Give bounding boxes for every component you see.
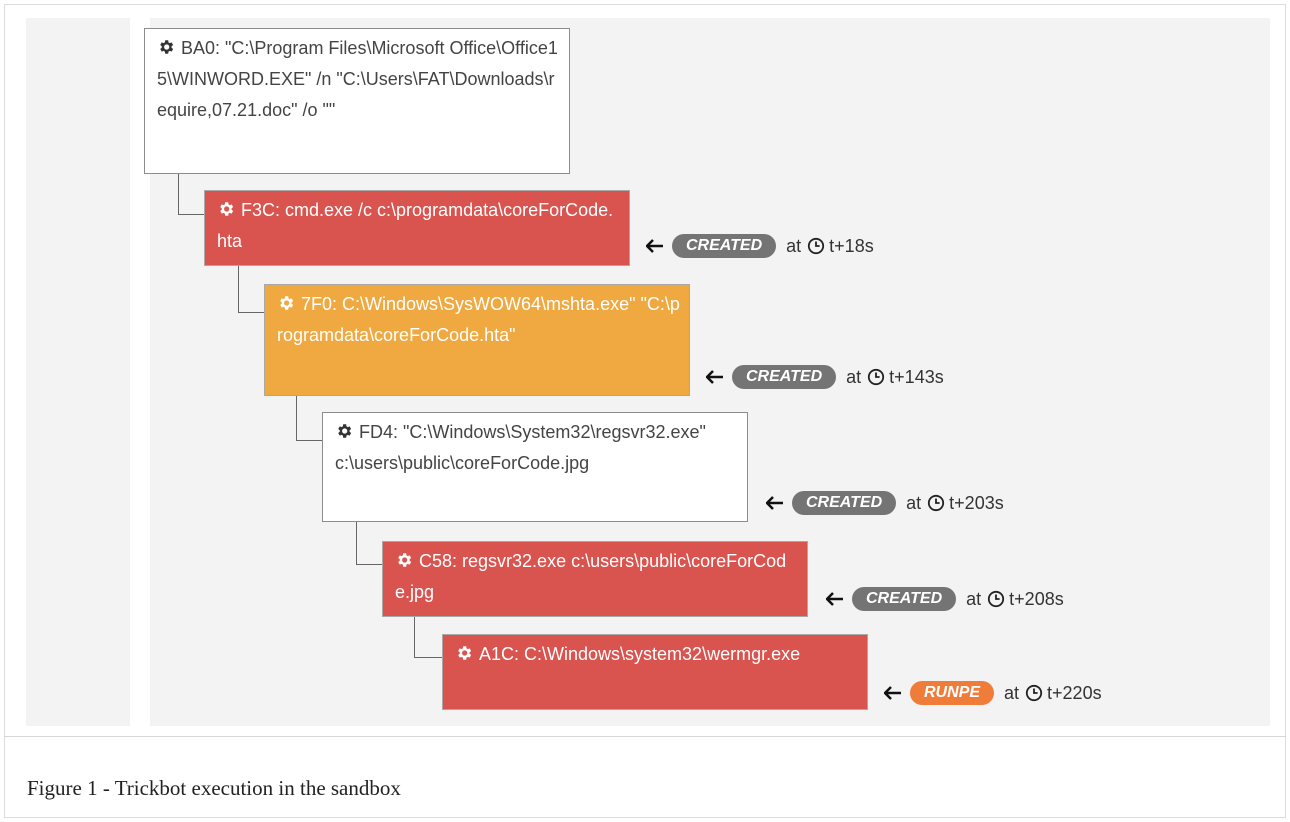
caption-divider: [4, 736, 1286, 737]
status-badge: CREATED: [792, 491, 897, 515]
event-at-label: at: [906, 492, 922, 513]
event-time: t+18s: [829, 235, 874, 256]
arrow-left-icon: [706, 370, 723, 384]
event-at-label: at: [846, 366, 862, 387]
status-badge: CREATED: [732, 365, 837, 389]
process-node-fd4[interactable]: FD4: "C:\Windows\System32\regsvr32.exe" …: [322, 412, 748, 522]
event-row: CREATED at t+203s: [766, 490, 1004, 516]
process-node-f3c[interactable]: F3C: cmd.exe /c c:\programdata\coreForCo…: [204, 190, 630, 266]
process-node-c58[interactable]: C58: regsvr32.exe c:\users\public\coreFo…: [382, 541, 808, 617]
process-node-label: FD4: "C:\Windows\System32\regsvr32.exe" …: [335, 422, 706, 473]
process-node-ba0[interactable]: BA0: "C:\Program Files\Microsoft Office\…: [144, 28, 570, 174]
status-badge: CREATED: [852, 587, 957, 611]
gear-icon: [338, 424, 352, 438]
status-badge: RUNPE: [910, 681, 995, 705]
arrow-left-icon: [884, 686, 901, 700]
process-node-label: A1C: C:\Windows\system32\wermgr.exe: [479, 644, 801, 664]
process-node-label: C58: regsvr32.exe c:\users\public\coreFo…: [395, 551, 787, 602]
arrow-left-icon: [646, 239, 663, 253]
process-node-7f0[interactable]: 7F0: C:\Windows\SysWOW64\mshta.exe" "C:\…: [264, 284, 690, 396]
tree-connector: [296, 396, 323, 441]
figure-caption: Figure 1 - Trickbot execution in the san…: [27, 776, 401, 800]
gear-icon: [160, 40, 174, 54]
arrow-left-icon: [826, 592, 843, 606]
gear-icon: [398, 553, 412, 567]
tree-connector: [356, 522, 383, 565]
clock-icon: [1025, 684, 1043, 702]
gear-icon: [280, 296, 294, 310]
process-node-label: F3C: cmd.exe /c c:\programdata\coreForCo…: [217, 200, 614, 251]
event-row: CREATED at t+143s: [706, 364, 944, 390]
tree-connector: [238, 266, 265, 313]
clock-icon: [808, 237, 825, 255]
arrow-left-icon: [766, 496, 783, 510]
event-time: t+143s: [889, 366, 944, 387]
event-time: t+220s: [1047, 682, 1102, 703]
event-at-label: at: [786, 235, 802, 256]
event-at-label: at: [966, 588, 982, 609]
clock-icon: [928, 494, 945, 512]
clock-icon: [988, 590, 1005, 608]
process-node-label: 7F0: C:\Windows\SysWOW64\mshta.exe" "C:\…: [277, 294, 680, 345]
process-node-a1c[interactable]: A1C: C:\Windows\system32\wermgr.exe: [442, 634, 868, 710]
left-panel: [26, 18, 130, 726]
clock-icon: [868, 368, 885, 386]
event-at-label: at: [1004, 682, 1020, 703]
event-row: CREATED at t+208s: [826, 586, 1064, 612]
tree-connector: [414, 617, 443, 658]
process-node-label: BA0: "C:\Program Files\Microsoft Office\…: [157, 38, 558, 120]
gear-icon: [458, 646, 472, 660]
event-time: t+208s: [1009, 588, 1064, 609]
tree-connector: [178, 174, 205, 215]
gear-icon: [220, 202, 234, 216]
event-time: t+203s: [949, 492, 1004, 513]
event-row: CREATED at t+18s: [646, 233, 874, 259]
event-row: RUNPE at t+220s: [884, 680, 1102, 706]
status-badge: CREATED: [672, 234, 777, 258]
